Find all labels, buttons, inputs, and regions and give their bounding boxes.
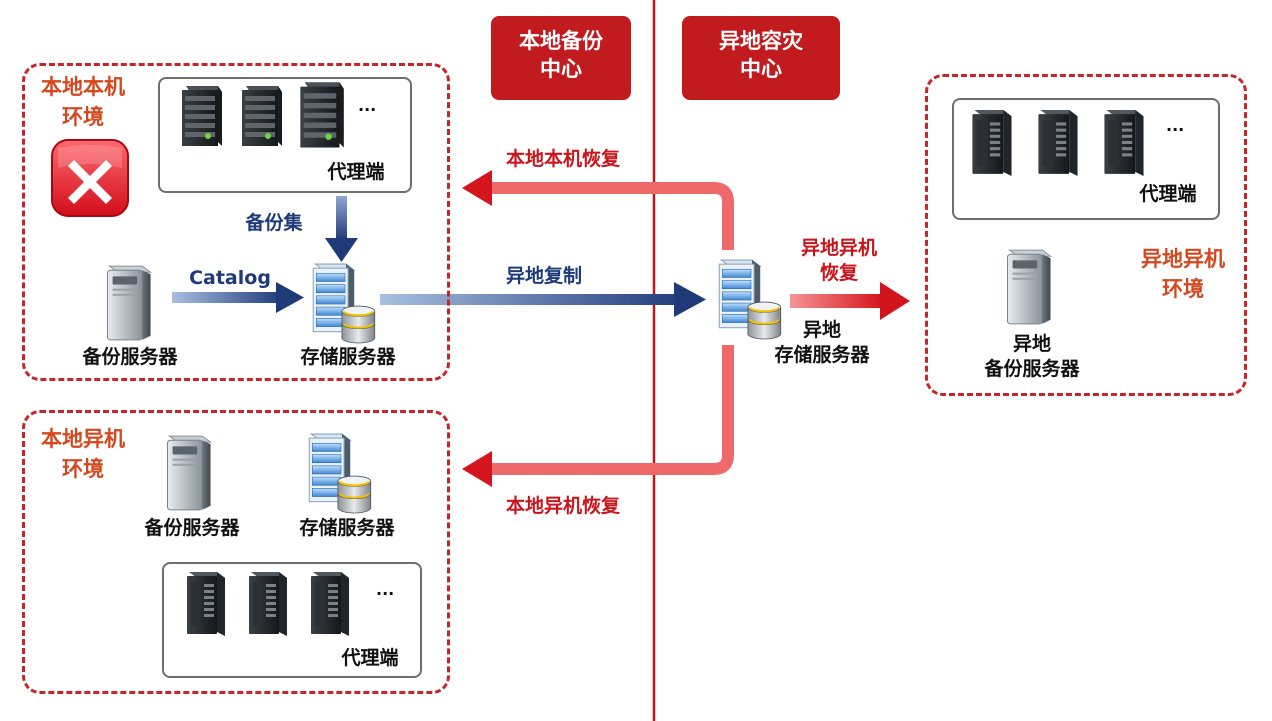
zone-local-other bbox=[22, 410, 450, 694]
backup-server-icon bbox=[166, 435, 212, 511]
catalog-line bbox=[172, 292, 278, 303]
pc-tower-icon bbox=[311, 572, 349, 636]
zone-remote-other-label: 异地异机 环境 bbox=[1141, 247, 1225, 301]
remote-replication-label: 异地复制 bbox=[505, 265, 582, 287]
local-other-storage-server-label: 存储服务器 bbox=[299, 517, 395, 539]
local-storage-server-label: 存储服务器 bbox=[300, 346, 396, 368]
remote-other-restore-arrowhead bbox=[880, 282, 910, 320]
more-dots: ... bbox=[1166, 116, 1185, 135]
remote-agent-label: 代理端 bbox=[1139, 183, 1197, 205]
backup-server-icon bbox=[1006, 249, 1052, 325]
pc-tower-icon bbox=[187, 572, 225, 636]
local-other-agent-label: 代理端 bbox=[341, 647, 399, 669]
storage-server-icon bbox=[308, 432, 372, 514]
local-native-restore-line bbox=[490, 182, 734, 250]
more-dots: ... bbox=[376, 580, 395, 599]
pc-tower-icon bbox=[1104, 110, 1144, 176]
local-other-restore-label: 本地异机恢复 bbox=[505, 495, 620, 517]
catalog-arrowhead bbox=[276, 282, 304, 313]
backup-set-arrowhead bbox=[325, 238, 358, 262]
backup-set-line bbox=[336, 196, 347, 240]
remote-other-restore-line bbox=[790, 294, 882, 308]
pc-tower-icon bbox=[972, 110, 1012, 176]
zone-local-native-label: 本地本机 环境 bbox=[41, 75, 125, 129]
local-other-restore-line bbox=[490, 345, 734, 475]
zone-local-other-label: 本地异机 环境 bbox=[41, 427, 125, 481]
backup-server-icon bbox=[106, 265, 152, 341]
remote-backup-server-label: 异地 备份服务器 bbox=[984, 333, 1080, 380]
pc-tower-icon bbox=[1038, 110, 1078, 176]
remote-dr-center-header: 异地容灾 中心 bbox=[682, 16, 840, 100]
backup-set-label: 备份集 bbox=[245, 212, 303, 234]
local-other-backup-server-label: 备份服务器 bbox=[144, 517, 240, 539]
zone-local-native bbox=[22, 63, 450, 381]
local-backup-server-label: 备份服务器 bbox=[82, 346, 178, 368]
local-native-restore-label: 本地本机恢复 bbox=[505, 148, 620, 170]
replication-line bbox=[380, 294, 676, 305]
replication-arrowhead bbox=[674, 282, 706, 317]
local-native-restore-arrowhead bbox=[462, 170, 492, 206]
catalog-label: Catalog bbox=[189, 267, 271, 289]
local-agent-label: 代理端 bbox=[327, 161, 385, 183]
local-backup-center-header: 本地备份 中心 bbox=[491, 16, 631, 100]
server-icon bbox=[182, 86, 222, 146]
zone-remote-other bbox=[925, 74, 1247, 396]
storage-server-icon bbox=[312, 262, 376, 344]
local-other-restore-arrowhead bbox=[462, 451, 492, 487]
error-x-icon bbox=[51, 139, 129, 217]
server-icon bbox=[242, 86, 282, 146]
remote-other-restore-label: 异地异机 恢复 bbox=[800, 237, 877, 284]
pc-tower-icon bbox=[249, 572, 287, 636]
server-icon bbox=[300, 82, 344, 148]
remote-storage-server-label: 异地 存储服务器 bbox=[774, 319, 870, 366]
more-dots: ... bbox=[358, 96, 377, 115]
